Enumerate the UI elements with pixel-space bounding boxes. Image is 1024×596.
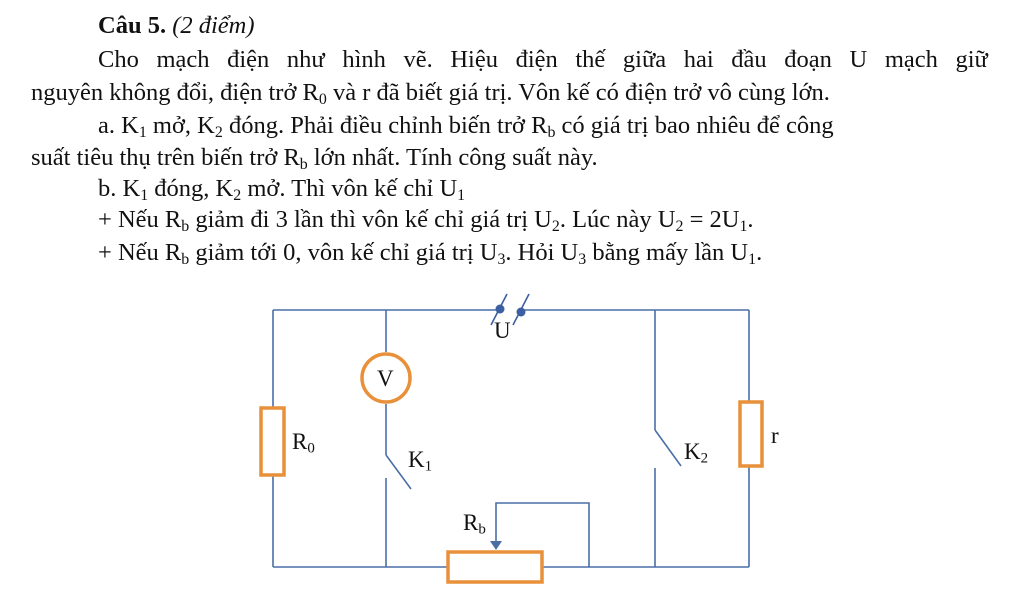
intro-word: đầu	[731, 46, 767, 73]
voltmeter-circle	[360, 352, 412, 404]
intro-word: Hiệu	[450, 46, 498, 73]
intro-word: vẽ.	[403, 46, 433, 73]
source-terminal-left	[495, 304, 505, 314]
switch-k1-blade	[385, 454, 412, 490]
wire-rheostat-slider	[495, 502, 590, 567]
question-header: Câu 5. (2 điểm)	[98, 11, 255, 41]
intro-word: như	[286, 46, 325, 73]
intro-word: U	[849, 46, 868, 73]
rheostat-arrow-icon	[490, 541, 502, 550]
intro-word: đoạn	[784, 46, 832, 73]
label-source-u: U	[494, 318, 511, 343]
rheostat-rb	[446, 550, 544, 584]
label-r: r	[771, 423, 779, 448]
part-a-line-1: a. K1 mở, K2 đóng. Phải điều chỉnh biến …	[98, 112, 834, 141]
intro-word: thế	[575, 46, 606, 73]
question-points: (2 điểm)	[172, 12, 255, 39]
label-rb: Rb	[463, 510, 486, 538]
label-voltmeter-v: V	[377, 366, 394, 391]
intro-word: điện	[515, 46, 558, 73]
intro-word: hai	[683, 46, 714, 73]
resistor-r	[738, 400, 764, 468]
question-number: Câu 5.	[98, 12, 167, 39]
intro-word: mạch	[156, 46, 210, 73]
switch-k2-blade	[654, 429, 682, 467]
intro-word: mạch	[884, 46, 938, 73]
part-b-line-3: + Nếu Rb giảm tới 0, vôn kế chỉ giá trị …	[98, 239, 763, 268]
circuit-wires	[272, 309, 750, 568]
intro-word: giữa	[622, 46, 667, 73]
part-a-line-2: suất tiêu thụ trên biến trở Rb lớn nhất.…	[31, 144, 598, 173]
label-k1: K1	[408, 447, 433, 475]
source-terminal-right	[516, 307, 526, 317]
part-b-line-1: b. K1 đóng, K2 mở. Thì vôn kế chỉ U1	[98, 175, 466, 204]
intro-word: Cho	[98, 46, 139, 73]
label-r0: R0	[292, 429, 315, 457]
label-k2: K2	[684, 439, 709, 467]
intro-word: giữ	[955, 46, 988, 73]
intro-line-2: nguyên không đổi, điện trở R0 và r đã bi…	[31, 79, 830, 108]
intro-word: điện	[227, 46, 270, 73]
resistor-r0	[259, 406, 286, 477]
part-b-line-2: + Nếu Rb giảm đi 3 lần thì vôn kế chỉ gi…	[98, 206, 754, 235]
intro-word: hình	[342, 46, 386, 73]
